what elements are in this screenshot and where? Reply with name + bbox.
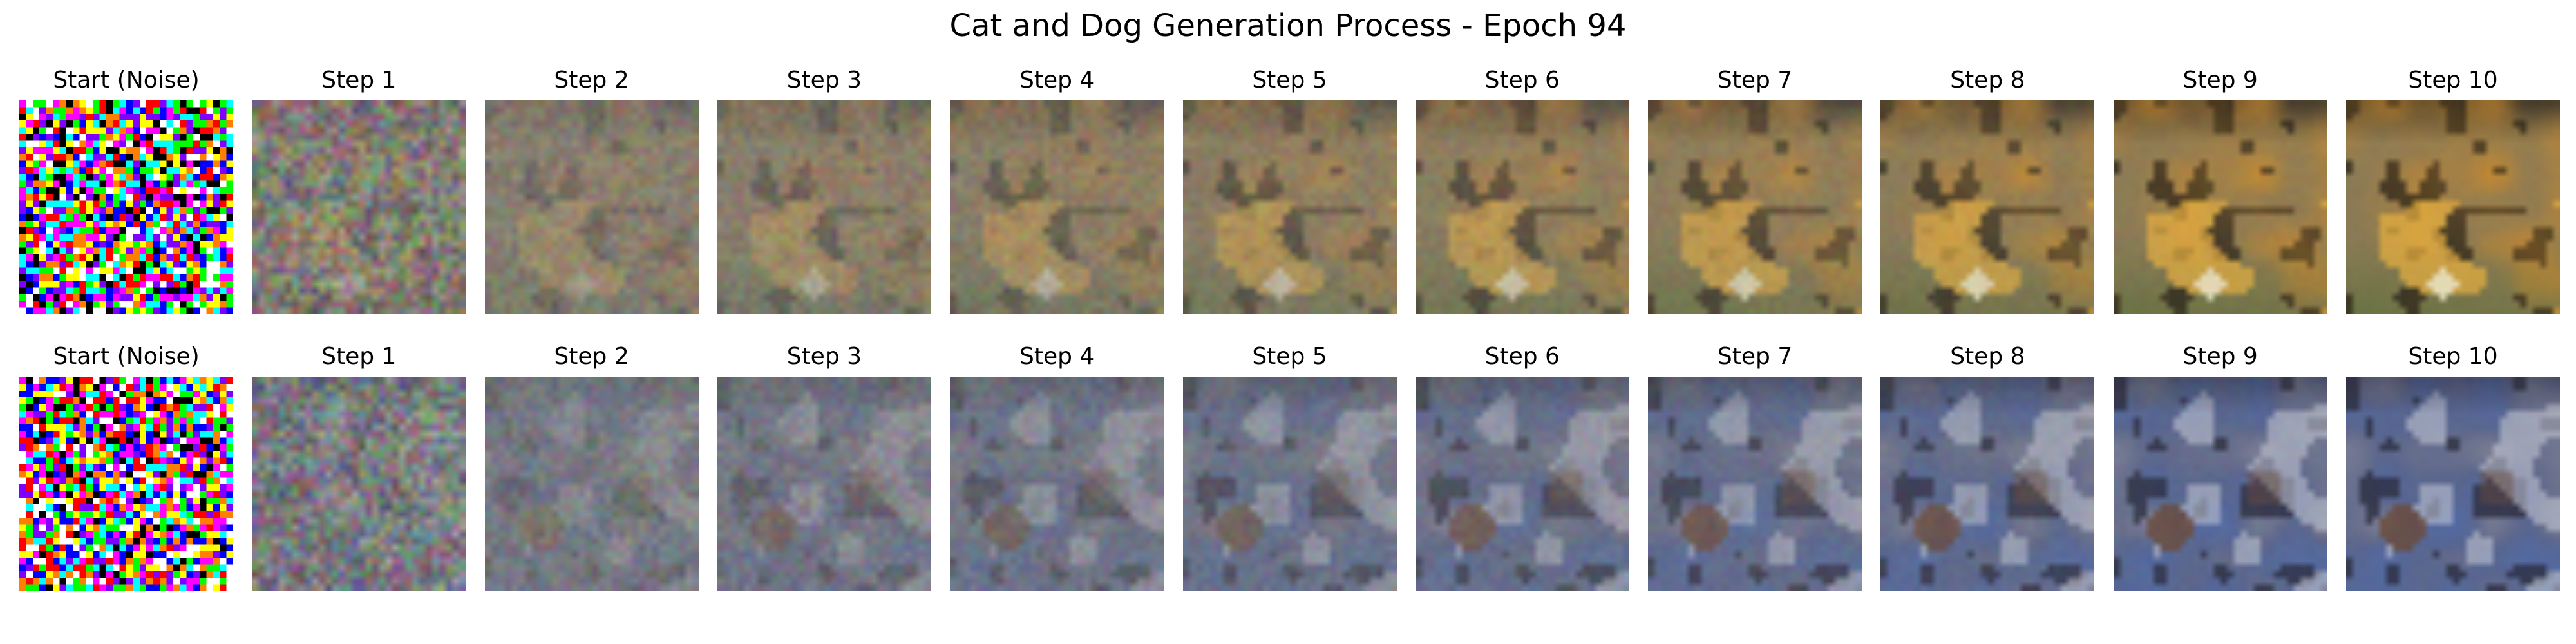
- generated-image: [2346, 100, 2560, 314]
- panel-title: Step 6: [1484, 343, 1560, 370]
- generated-image: [1648, 100, 1862, 314]
- generated-image: [950, 100, 1164, 314]
- generated-image: [252, 100, 466, 314]
- panel-title: Step 9: [2183, 343, 2258, 370]
- panel-title: Step 7: [1717, 343, 1793, 370]
- generated-image: [484, 100, 699, 314]
- panel-title: Step 4: [1019, 343, 1095, 370]
- generated-image: [252, 377, 466, 591]
- panel-title: Step 5: [1252, 67, 1327, 93]
- generated-image: [1880, 100, 2095, 314]
- panel-title: Step 2: [554, 67, 629, 93]
- panel-title: Step 7: [1717, 67, 1793, 93]
- generated-image: [1648, 377, 1862, 591]
- panel-title: Step 10: [2408, 343, 2498, 370]
- generated-image: [1415, 100, 1629, 314]
- noise-image: [19, 377, 233, 591]
- generated-image: [1415, 377, 1629, 591]
- figure-title: Cat and Dog Generation Process - Epoch 9…: [949, 8, 1627, 44]
- panel-title: Step 3: [786, 67, 862, 93]
- generated-image: [717, 100, 931, 314]
- panel-title: Step 4: [1019, 67, 1095, 93]
- generated-image: [484, 377, 699, 591]
- generated-image: [2113, 377, 2327, 591]
- panel-title: Start (Noise): [53, 67, 200, 93]
- panel-title: Step 5: [1252, 343, 1327, 370]
- panel-title: Step 6: [1484, 67, 1560, 93]
- generated-image: [2113, 100, 2327, 314]
- panel-title: Step 1: [321, 67, 397, 93]
- panel-title: Step 10: [2408, 67, 2498, 93]
- generated-image: [950, 377, 1164, 591]
- generated-image: [2346, 377, 2560, 591]
- noise-image: [19, 100, 233, 314]
- generated-image: [1182, 377, 1397, 591]
- panel-title: Start (Noise): [53, 343, 200, 370]
- panel-title: Step 1: [321, 343, 397, 370]
- panel-title: Step 9: [2183, 67, 2258, 93]
- panel-title: Step 8: [1950, 343, 2025, 370]
- generated-image: [1880, 377, 2095, 591]
- panel-title: Step 2: [554, 343, 629, 370]
- generated-image: [1182, 100, 1397, 314]
- panel-title: Step 8: [1950, 67, 2025, 93]
- generated-image: [717, 377, 931, 591]
- panel-title: Step 3: [786, 343, 862, 370]
